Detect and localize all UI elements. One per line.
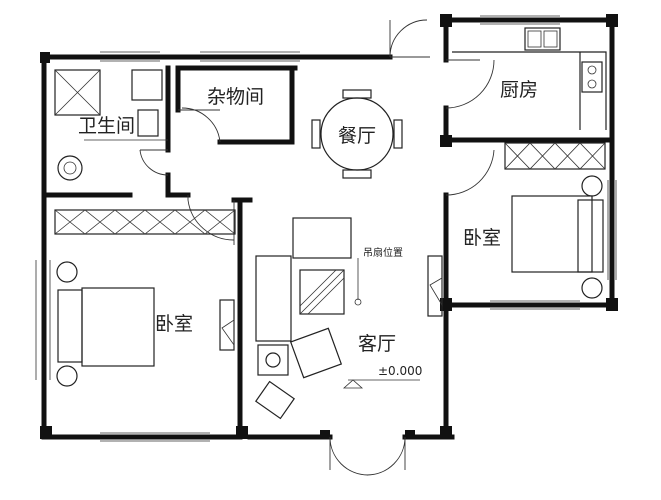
- bedroom-left-furniture: [54, 209, 236, 387]
- bedroom-right-furniture: [427, 142, 606, 317]
- label-fan-position: 吊扇位置: [363, 246, 403, 259]
- label-bedroom-right: 卧室: [463, 227, 501, 249]
- bathroom-fixtures: [54, 69, 168, 181]
- living-room-furniture: [254, 217, 420, 420]
- label-storage: 杂物间: [207, 86, 264, 108]
- doors: [139, 19, 495, 476]
- columns: [40, 14, 618, 439]
- dining-table: [311, 89, 403, 179]
- label-living: 客厅: [358, 333, 396, 355]
- label-bedroom-left: 卧室: [155, 313, 193, 335]
- label-kitchen: 厨房: [500, 79, 538, 101]
- label-bathroom: 卫生间: [78, 115, 135, 137]
- kitchen-fixtures: [452, 27, 607, 130]
- label-dining: 餐厅: [338, 125, 376, 147]
- room-labels: 卫生间 杂物间 餐厅 厨房 卧室 卧室 客厅 吊扇位置 ±0.000: [78, 79, 538, 378]
- windows: [35, 15, 617, 442]
- label-elevation: ±0.000: [378, 364, 422, 378]
